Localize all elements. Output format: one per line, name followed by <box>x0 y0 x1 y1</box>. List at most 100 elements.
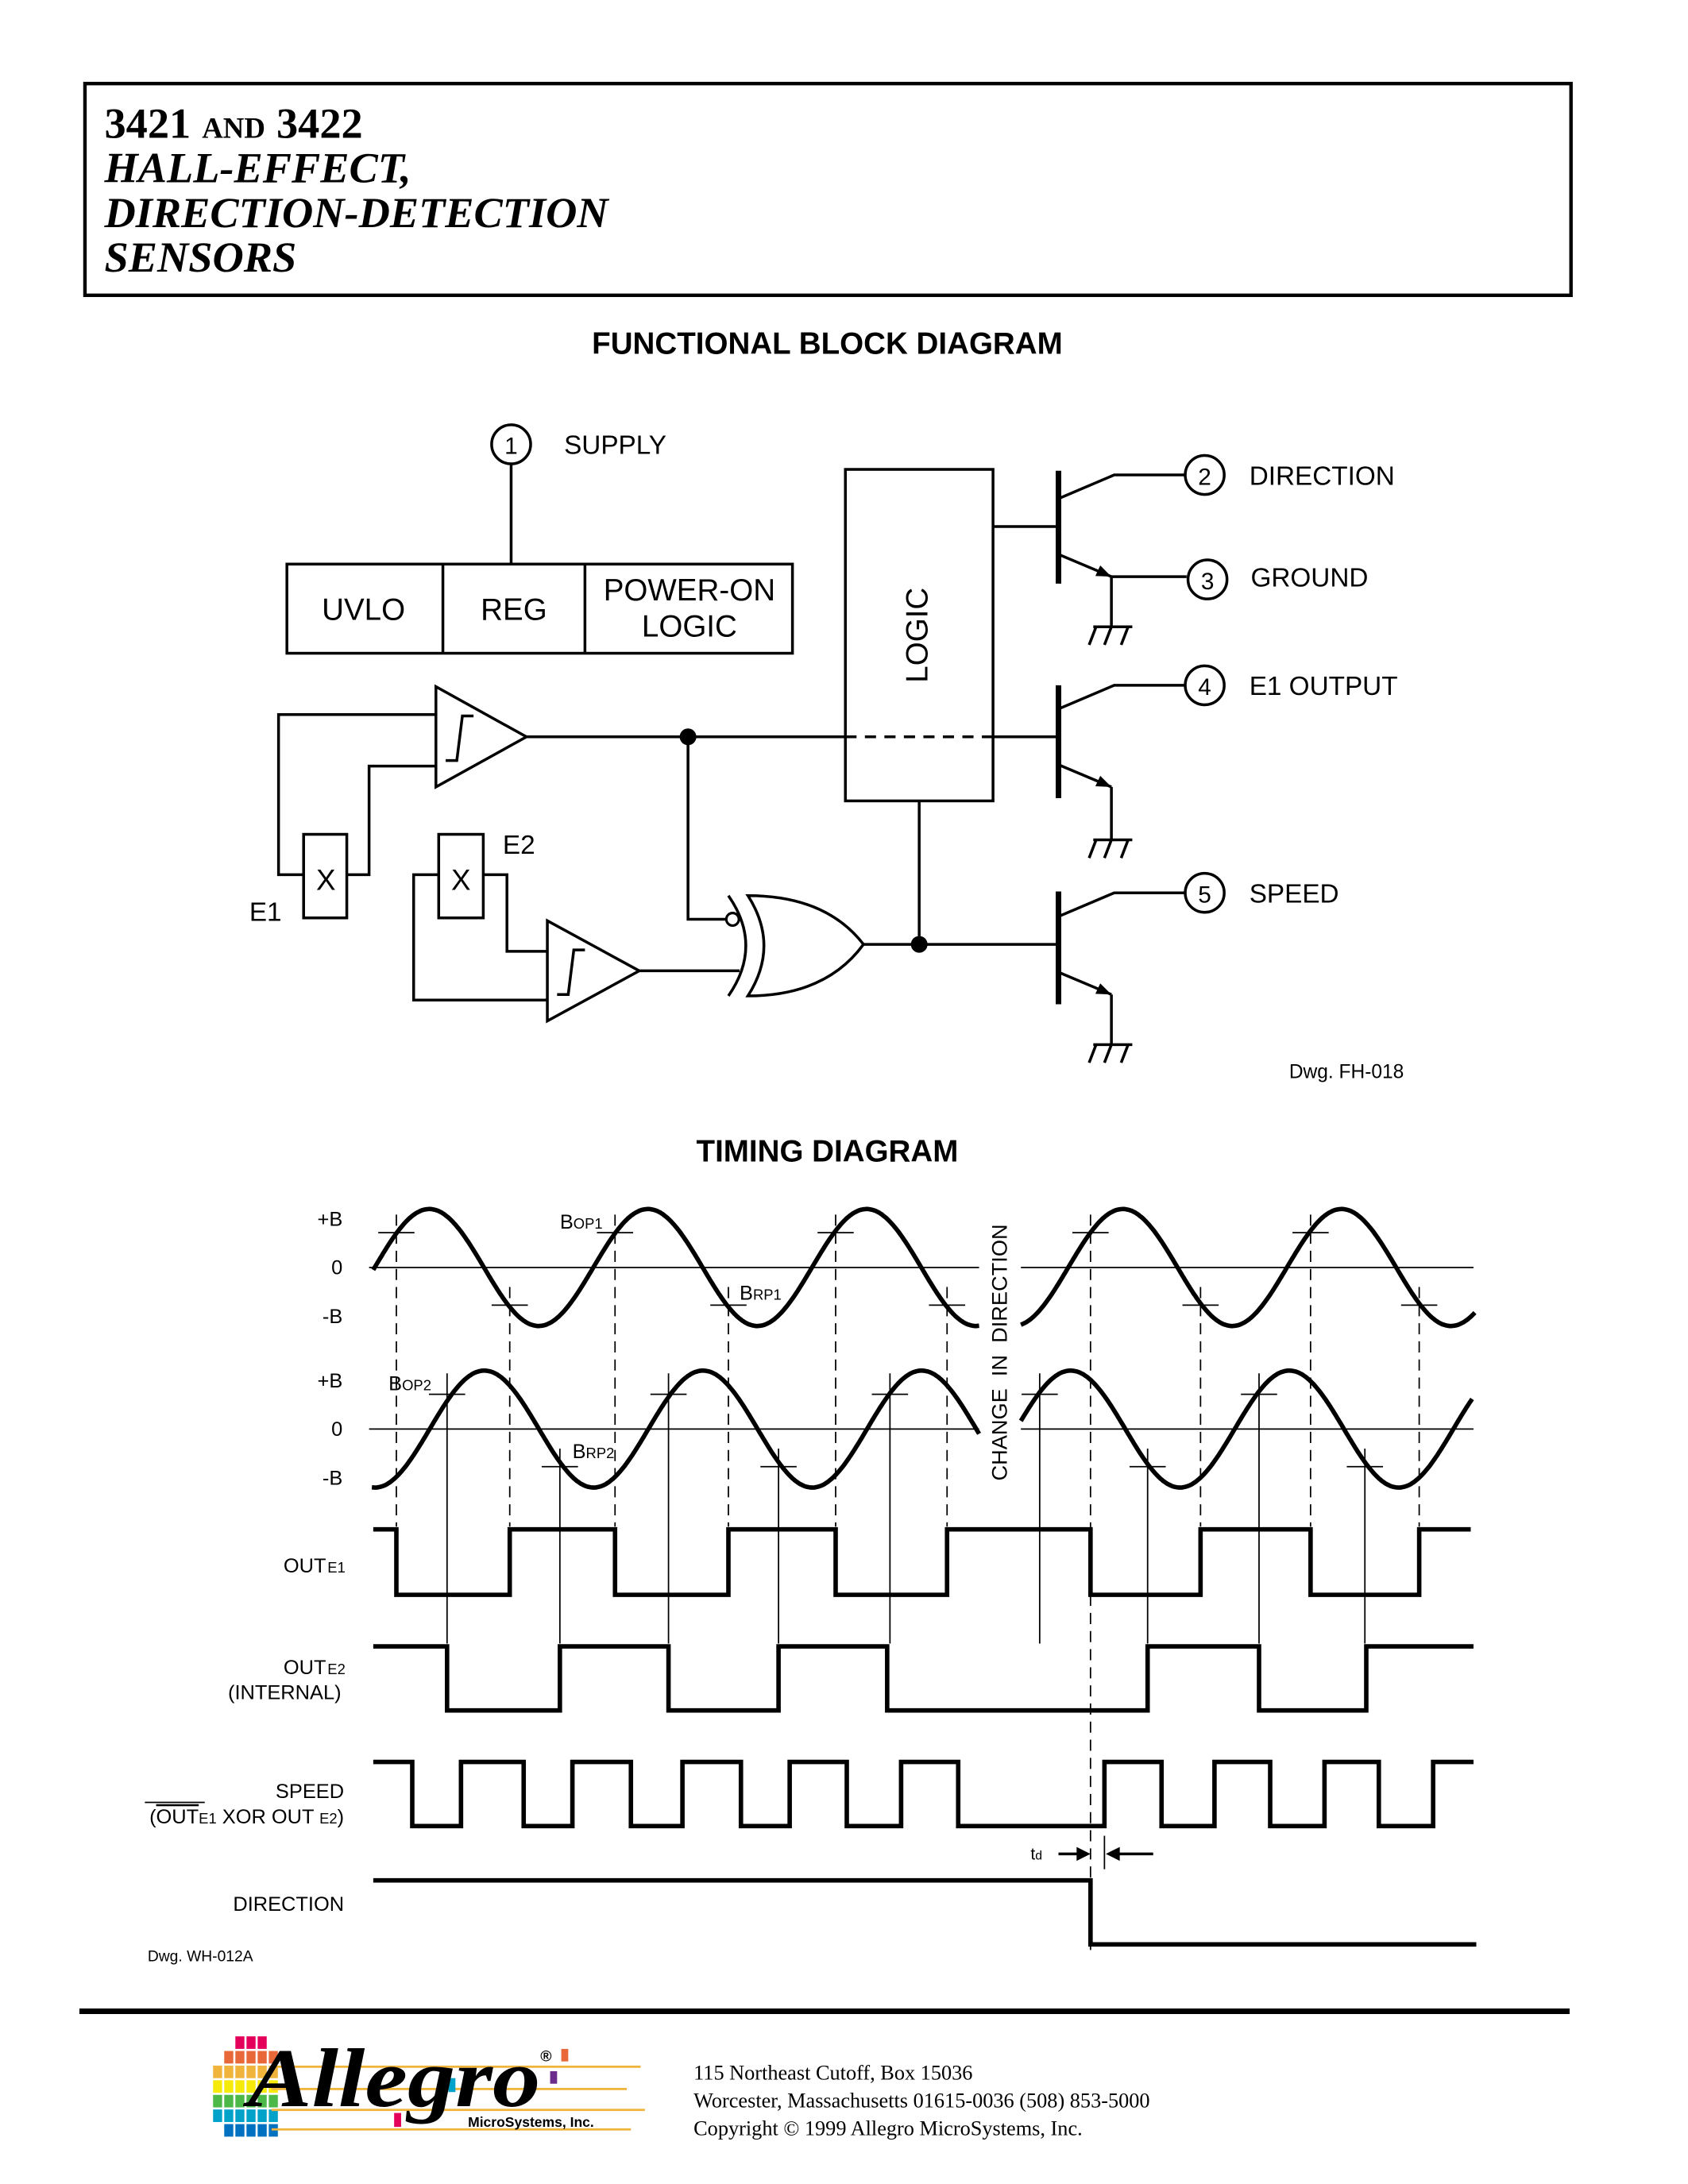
e1-label: E1 <box>249 897 282 927</box>
td-label: td <box>1030 1845 1042 1863</box>
logo-color-block <box>257 2051 267 2064</box>
bop1-label: BOP1 <box>560 1211 603 1233</box>
allegro-logo: Allegro ® MicroSystems, Inc. <box>213 2032 645 2137</box>
line <box>1103 839 1113 859</box>
logo-accent <box>394 2113 401 2128</box>
logo-accent <box>448 2078 456 2093</box>
logo-color-block <box>246 2036 256 2049</box>
timing-diagram: +B 0 -B +B 0 -B BOP1 BRP1 BOP2 BRP2 CHAN… <box>145 1206 1477 1965</box>
brp1-label: BRP1 <box>740 1282 782 1304</box>
logo-color-block <box>235 2124 245 2137</box>
logo-color-block <box>246 2124 256 2137</box>
logo-color-block <box>257 2065 267 2078</box>
logo-color-block <box>246 2051 256 2064</box>
pin-5-label: SPEED <box>1250 879 1339 909</box>
logo-color-block <box>268 2080 278 2093</box>
logo-color-block <box>235 2036 245 2049</box>
xor-gate <box>724 893 866 997</box>
logo-color-block <box>224 2109 234 2122</box>
pin-4-circle <box>1184 664 1226 707</box>
collector <box>1057 891 1186 918</box>
hysteresis-icon <box>446 714 474 762</box>
logo-wordmark: Allegro <box>242 2032 540 2124</box>
svg-text:X: X <box>316 864 336 897</box>
pin-3-label: GROUND <box>1250 563 1368 592</box>
title-line-3: DIRECTION-DETECTION <box>103 189 609 237</box>
logo-accent <box>561 2048 569 2062</box>
direction-label: DIRECTION <box>233 1893 344 1916</box>
line <box>1103 626 1113 646</box>
logo-stripe <box>271 2109 645 2112</box>
collector <box>1057 684 1186 711</box>
logo-color-block <box>213 2094 222 2108</box>
logo-color-block <box>268 2109 278 2122</box>
logo-stripe <box>271 2065 641 2068</box>
logo-color-block <box>257 2124 267 2137</box>
logo-color-block <box>257 2094 267 2108</box>
logic-label: LOGIC <box>901 588 935 683</box>
logo-color-block <box>213 2065 222 2078</box>
pin-4-number: 4 <box>1198 674 1211 700</box>
logo-color-block <box>224 2080 234 2093</box>
e1-field-waveform <box>371 1206 979 1329</box>
direction-waveform <box>373 1877 1477 1947</box>
copyright: Copyright © 1999 Allegro MicroSystems, I… <box>693 2117 1083 2140</box>
ground-icon <box>1087 838 1133 859</box>
ground-icon <box>1087 1043 1133 1063</box>
e2-label: E2 <box>503 831 535 860</box>
e1-plus-b: +B <box>318 1208 343 1230</box>
logo-color-block <box>268 2065 278 2078</box>
pin-1-label: SUPPLY <box>564 431 666 461</box>
logo-color-block <box>235 2080 245 2093</box>
brp2-label: BRP2 <box>573 1441 615 1463</box>
e1-minus-b: -B <box>323 1306 342 1328</box>
timing-drawing-number: Dwg. WH-012A <box>148 1948 253 1965</box>
emitter-arrow-icon <box>1095 983 1112 995</box>
pin-2-label: DIRECTION <box>1250 461 1395 491</box>
logo-color-block <box>246 2094 256 2108</box>
e1-zero: 0 <box>331 1257 342 1279</box>
line <box>1119 1044 1130 1063</box>
block-drawing-number: Dwg. FH-018 <box>1289 1061 1404 1082</box>
logo-color-block <box>257 2036 267 2049</box>
logo-color-block <box>257 2109 267 2122</box>
arrow-right-icon <box>1076 1846 1091 1862</box>
timing-diagram-title: TIMING DIAGRAM <box>697 1135 959 1169</box>
speed-waveform <box>373 1759 1474 1829</box>
power-on-label: POWER-ON <box>604 573 775 608</box>
inverter-bubble <box>724 912 740 927</box>
line <box>1087 839 1098 859</box>
title-line-4: SENSORS <box>104 233 296 281</box>
logo-stripe <box>271 2128 632 2131</box>
logo-color-block <box>213 2109 222 2122</box>
logo-color-block <box>268 2051 278 2064</box>
logo-color-block <box>246 2065 256 2078</box>
line <box>1119 626 1130 646</box>
e2-field-waveform <box>1018 1368 1474 1490</box>
address-line-1: 115 Northeast Cutoff, Box 15036 <box>693 2061 972 2084</box>
change-in-direction-label: CHANGE IN DIRECTION <box>987 1224 1012 1480</box>
emitter-arrow-icon <box>1095 775 1112 787</box>
uvlo-label: UVLO <box>322 592 405 627</box>
e2-plus-b: +B <box>318 1370 343 1392</box>
e2-field-waveform <box>371 1368 981 1490</box>
logo-color-block <box>257 2080 267 2093</box>
reg-label: REG <box>481 592 547 627</box>
bop2-label: BOP2 <box>388 1372 431 1395</box>
logo-color-block <box>224 2124 234 2137</box>
logo-color-block <box>213 2080 222 2093</box>
logo-accent <box>435 2097 443 2111</box>
logo-color-block <box>268 2094 278 2108</box>
logo-color-block <box>246 2080 256 2093</box>
address-line-2: Worcester, Massachusetts 01615-0036 (508… <box>693 2089 1149 2113</box>
speed-formula-label: (OUTE1 XOR OUT E2) <box>149 1806 344 1828</box>
pin-1-number: 1 <box>504 434 518 460</box>
